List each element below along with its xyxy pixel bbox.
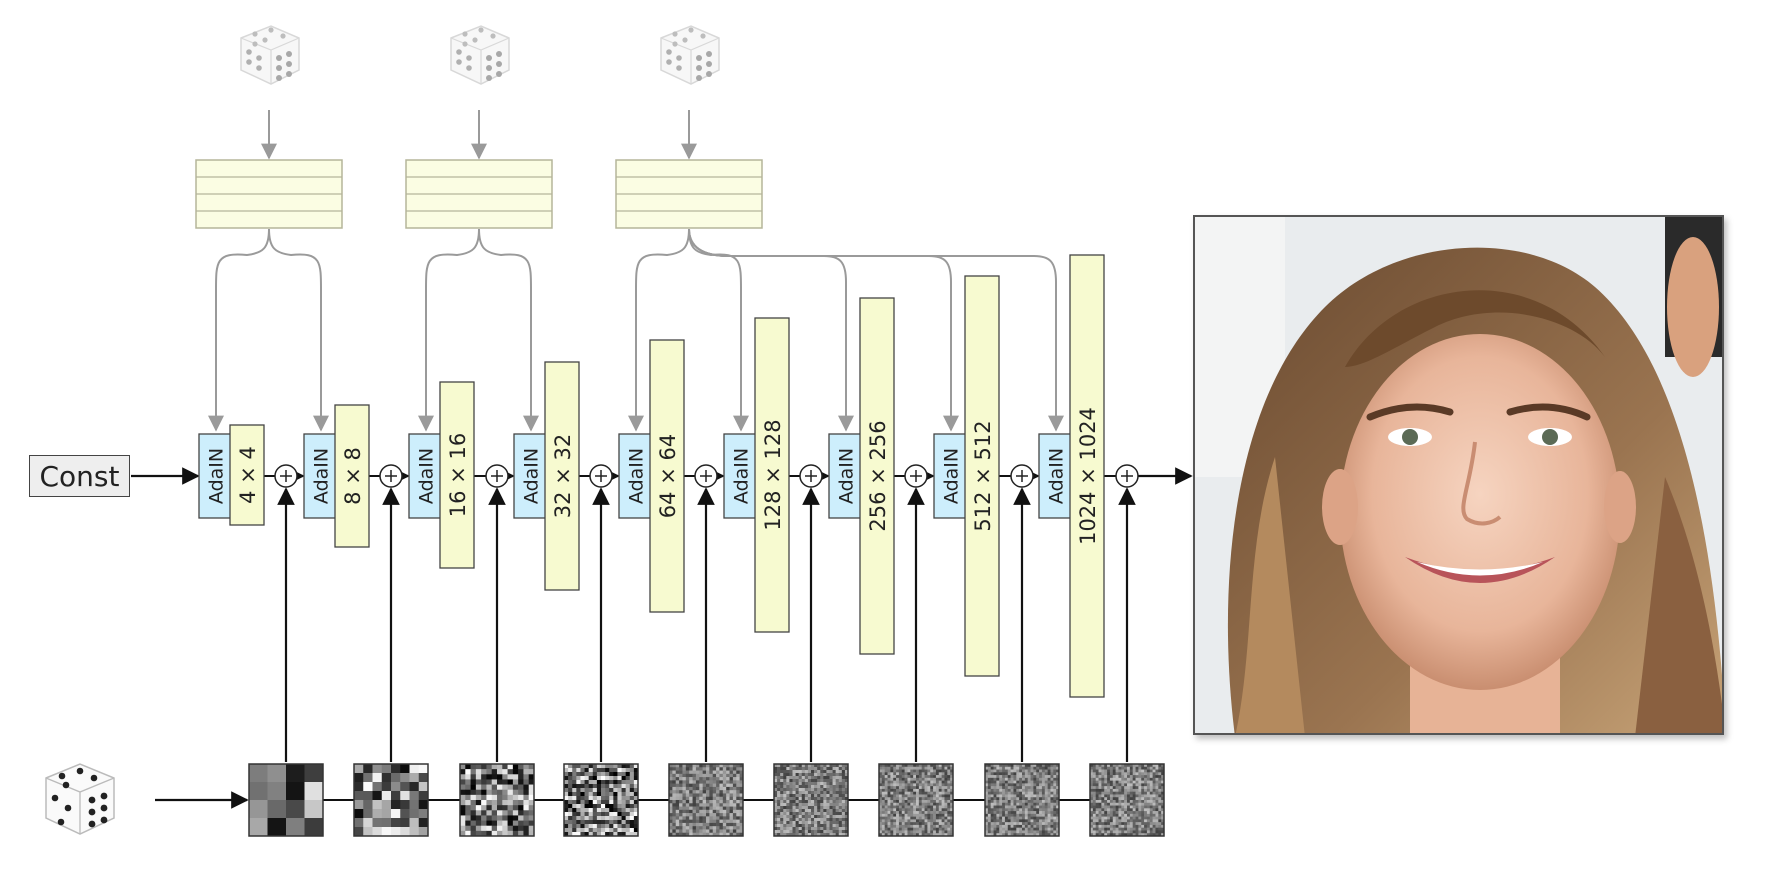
adain-label: AdaIN — [416, 448, 438, 504]
resolution-label: 512 × 512 — [971, 420, 995, 531]
adain-label: AdaIN — [206, 448, 228, 504]
face-photo — [1195, 217, 1722, 733]
noise-map — [668, 763, 744, 837]
feature-map-block: 4 × 4 — [229, 424, 265, 526]
adain-block: AdaIN — [723, 433, 758, 519]
noise-map — [984, 763, 1060, 837]
style-connection — [478, 228, 539, 432]
resolution-label: 8 × 8 — [341, 447, 365, 505]
feature-map-block: 1024 × 1024 — [1069, 254, 1105, 698]
feature-map-block: 128 × 128 — [754, 317, 790, 633]
style-connection — [418, 228, 480, 432]
noise-map — [773, 763, 849, 837]
feature-map-block: 32 × 32 — [544, 361, 580, 591]
noise-map — [878, 763, 954, 837]
feature-map-block: 16 × 16 — [439, 381, 475, 569]
noise-map — [248, 763, 324, 837]
latent-vector-box — [195, 159, 343, 229]
adain-label: AdaIN — [1046, 448, 1068, 504]
plus-icon — [589, 464, 613, 488]
resolution-label: 1024 × 1024 — [1076, 407, 1100, 545]
adain-block: AdaIN — [513, 433, 548, 519]
adain-block: AdaIN — [618, 433, 653, 519]
style-connection — [208, 228, 270, 432]
feature-map-block: 512 × 512 — [964, 275, 1000, 677]
resolution-label: 256 × 256 — [866, 420, 890, 531]
noise-map — [459, 763, 535, 837]
adain-label: AdaIN — [626, 448, 648, 504]
dice-icon — [240, 25, 300, 85]
adain-block: AdaIN — [933, 433, 968, 519]
plus-icon — [1115, 464, 1139, 488]
adain-block: AdaIN — [408, 433, 443, 519]
adain-block: AdaIN — [828, 433, 863, 519]
adain-label: AdaIN — [731, 448, 753, 504]
style-connection — [268, 228, 329, 432]
adain-block: AdaIN — [1038, 433, 1073, 519]
latent-vector-box — [615, 159, 763, 229]
resolution-label: 4 × 4 — [236, 446, 260, 504]
resolution-label: 128 × 128 — [761, 419, 785, 530]
plus-icon — [274, 464, 298, 488]
style-connection — [688, 228, 749, 432]
const-label: Const — [39, 459, 120, 493]
dice-icon — [450, 25, 510, 85]
adain-label: AdaIN — [941, 448, 963, 504]
generated-face-image — [1193, 215, 1724, 735]
feature-map-block: 8 × 8 — [334, 404, 370, 548]
adain-block: AdaIN — [198, 433, 233, 519]
dice-icon — [660, 25, 720, 85]
plus-icon — [799, 464, 823, 488]
noise-map — [353, 763, 429, 837]
adain-label: AdaIN — [836, 448, 858, 504]
style-connection — [628, 228, 690, 432]
noise-map — [563, 763, 639, 837]
plus-icon — [1010, 464, 1034, 488]
resolution-label: 64 × 64 — [656, 434, 680, 518]
adain-label: AdaIN — [311, 448, 333, 504]
adain-label: AdaIN — [521, 448, 543, 504]
resolution-label: 16 × 16 — [446, 433, 470, 517]
const-input-box: Const — [29, 455, 130, 497]
plus-icon — [694, 464, 718, 488]
style-connection — [688, 228, 959, 432]
style-connection — [688, 228, 1064, 432]
plus-icon — [904, 464, 928, 488]
feature-map-block: 64 × 64 — [649, 339, 685, 613]
dice-icon — [45, 763, 115, 835]
noise-map — [1089, 763, 1165, 837]
resolution-label: 32 × 32 — [551, 434, 575, 518]
feature-map-block: 256 × 256 — [859, 297, 895, 655]
plus-icon — [485, 464, 509, 488]
latent-vector-box — [405, 159, 553, 229]
plus-icon — [379, 464, 403, 488]
adain-block: AdaIN — [303, 433, 338, 519]
